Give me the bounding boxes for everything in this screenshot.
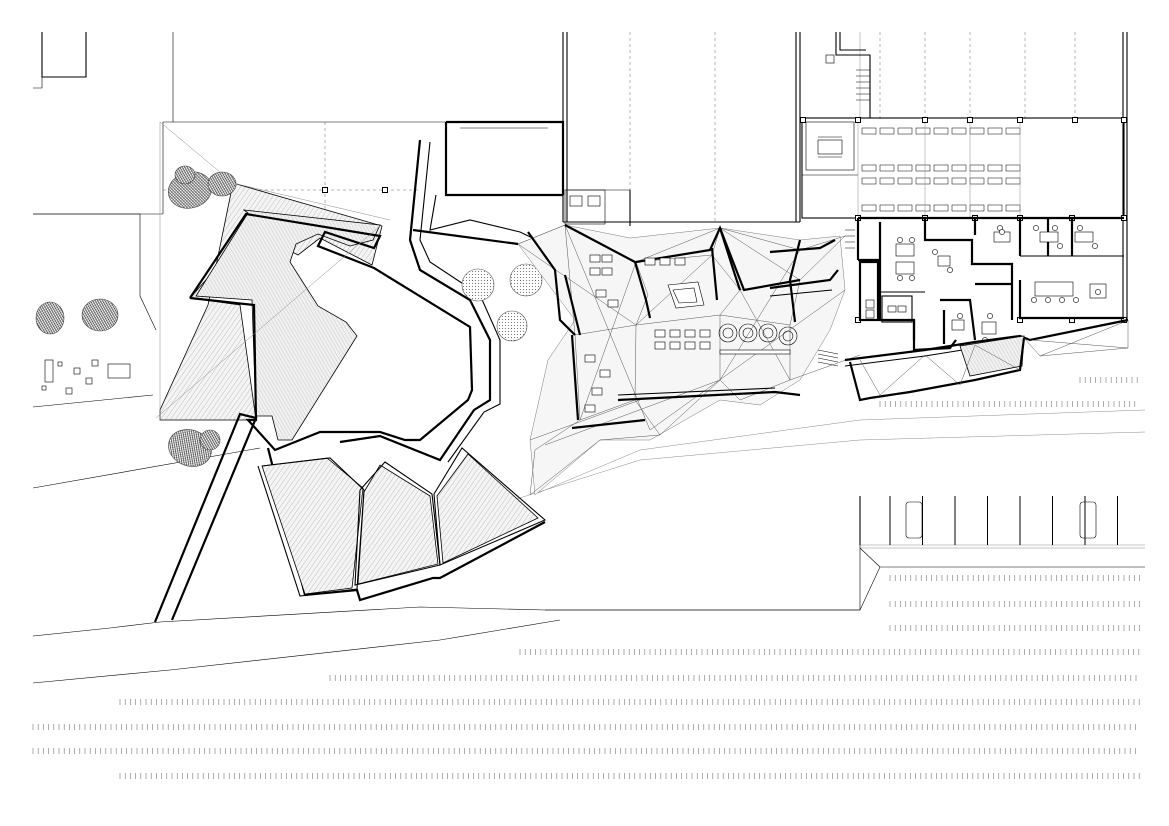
planter-circles [461,263,543,342]
central-hall [517,224,861,496]
road-stripes [32,377,1140,779]
courtyard-building [444,120,631,226]
parking-area [859,496,1118,545]
outdoor-furniture [41,359,131,395]
tree-symbols [35,165,237,467]
workshop-block [322,117,1127,323]
left-wing-building [153,121,556,623]
office-block [817,216,1129,402]
